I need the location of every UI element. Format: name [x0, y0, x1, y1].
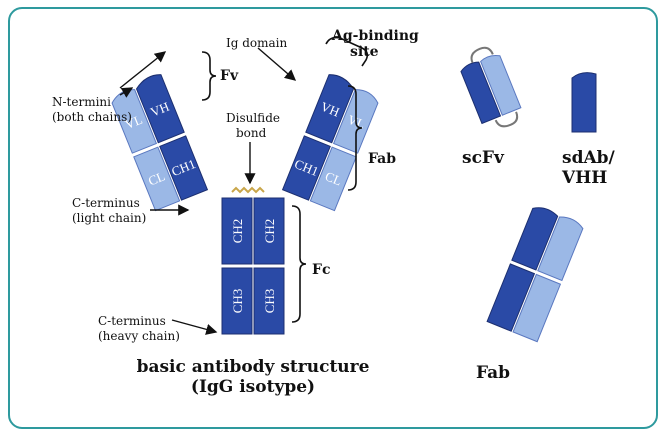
ag-binding-label-2: site — [350, 44, 379, 60]
c-terminus-light-label-1: C-terminus — [72, 196, 140, 210]
sdab-domain — [571, 72, 597, 133]
left-vh-text: VH — [148, 99, 171, 120]
left-cl-text: CL — [146, 168, 167, 188]
fab-ch1-domain — [486, 263, 536, 332]
n-termini-arrow-2 — [119, 87, 134, 98]
n-termini-arrow-1 — [119, 51, 167, 89]
ig-domain-arrow — [257, 47, 297, 81]
fv-label: Fv — [220, 68, 239, 84]
c-terminus-heavy-arrow — [171, 319, 218, 335]
left-arm: VL VH CL CH1 — [111, 74, 209, 212]
scfv-fragment — [460, 46, 522, 128]
right-cl-text: CL — [323, 168, 344, 188]
fab-bracket-label: Fab — [368, 151, 396, 167]
c-terminus-heavy-label-2: (heavy chain) — [98, 329, 180, 343]
sdab-label-1: sdAb/ — [562, 148, 616, 168]
c-terminus-heavy-label-1: C-terminus — [98, 314, 166, 328]
right-arm: VH VL CH1 CL — [281, 74, 379, 212]
fc-label: Fc — [312, 262, 330, 278]
scfv-label: scFv — [462, 148, 505, 168]
left-ch3-text: CH3 — [230, 289, 245, 314]
left-ch2-domain — [221, 197, 253, 265]
sdab-label-2: VHH — [561, 168, 607, 188]
scfv-linker — [470, 46, 494, 63]
right-ch3-domain — [253, 267, 285, 335]
right-cl-domain — [309, 146, 357, 212]
left-ch2-text: CH2 — [230, 219, 245, 244]
scfv-vh-domain — [460, 61, 502, 125]
fv-bracket — [201, 51, 217, 101]
fab-vh-domain — [511, 207, 559, 271]
fc-bracket — [291, 205, 307, 323]
right-ch3-text: CH3 — [262, 289, 277, 314]
left-vl-text: VL — [123, 112, 145, 132]
caption-line-1: basic antibody structure — [137, 357, 370, 377]
left-ch3-domain — [221, 267, 253, 335]
scfv-linker-bottom — [494, 111, 519, 128]
fab-fragment-label: Fab — [476, 363, 510, 383]
right-vh-domain — [305, 74, 355, 144]
fc-region: CH2 CH2 CH3 CH3 — [221, 197, 285, 335]
right-ch1-domain — [281, 135, 331, 201]
ag-binding-label-1: Ag-binding — [331, 28, 419, 44]
right-ch2-domain — [253, 197, 285, 265]
disulfide-label-1: Disulfide — [226, 111, 280, 125]
c-terminus-light-label-2: (light chain) — [72, 211, 146, 225]
disulfide-label-2: bond — [236, 126, 267, 140]
n-termini-label-2: (both chains) — [52, 110, 132, 124]
right-vh-text: VH — [319, 99, 342, 120]
left-vh-domain — [135, 74, 185, 144]
caption-line-2: (IgG isotype) — [191, 377, 315, 397]
left-ch1-domain — [159, 135, 209, 201]
ag-site-bracket — [325, 36, 369, 67]
right-ch2-text: CH2 — [262, 219, 277, 244]
fab-fragment — [486, 207, 584, 343]
left-cl-domain — [133, 146, 181, 212]
fab-bracket — [347, 85, 363, 191]
fab-cl-domain — [512, 273, 562, 343]
fab-vl-domain — [537, 216, 584, 282]
ig-domain-label: Ig domain — [226, 36, 288, 50]
disulfide-bond — [231, 186, 265, 194]
scfv-vl-domain — [480, 54, 522, 116]
n-termini-label-1: N-termini — [52, 95, 111, 109]
